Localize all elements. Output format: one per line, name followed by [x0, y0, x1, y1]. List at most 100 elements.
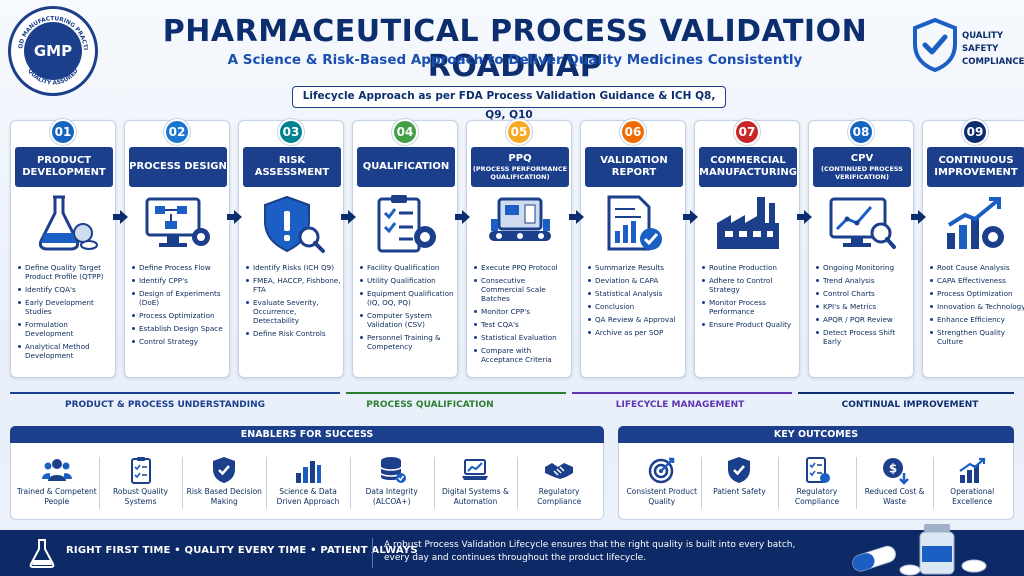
svg-text:$: $ — [888, 462, 896, 476]
arrow-right-icon — [341, 210, 356, 224]
footer-divider — [372, 538, 373, 568]
stage-label-improvement: CONTINUAL IMPROVEMENT — [841, 400, 979, 410]
panel-item: Regulatory Compliance — [777, 455, 857, 506]
phase-header: PROCESS DESIGN — [129, 147, 227, 187]
phase-bullet: Strengthen Quality Culture — [930, 328, 1024, 346]
panel-divider — [433, 457, 435, 509]
growth-bars-icon — [957, 455, 987, 485]
phase-header: PRODUCT DEVELOPMENT — [15, 147, 113, 187]
panel-item-label: Digital Systems & Automation — [442, 487, 509, 506]
phase-bullet: Routine Production — [702, 263, 798, 272]
seal-top-text: GOOD MANUFACTURING PRACTICE — [11, 9, 88, 50]
phase-bullet: QA Review & Approval — [588, 315, 684, 324]
production-line-icon — [485, 193, 555, 255]
panel-item: Digital Systems & Automation — [435, 455, 515, 506]
phase-bullet: Establish Design Space — [132, 324, 228, 333]
panel-divider — [855, 457, 857, 509]
phase-bullet: Conclusion — [588, 302, 684, 311]
stage-label-lifecycle: LIFECYCLE MANAGEMENT — [615, 400, 745, 410]
shield-check-icon — [209, 455, 239, 485]
arrow-right-icon — [113, 210, 128, 224]
panel-divider — [98, 457, 100, 509]
panel-item-label: Science & Data Driven Approach — [276, 487, 340, 506]
enablers-title: ENABLERS FOR SUCCESS — [10, 426, 604, 443]
report-check-icon — [599, 193, 669, 255]
monitor-diagram-icon — [143, 193, 213, 255]
phase-bullet: KPI's & Metrics — [816, 302, 912, 311]
panel-item-label: Robust Quality Systems — [113, 487, 169, 506]
phase-number-badge: 06 — [620, 119, 646, 145]
phase-header: QUALIFICATION — [357, 147, 455, 187]
page-subtitle: A Science & Risk-Based Approach to Deliv… — [227, 52, 803, 68]
stage-line-qualification — [346, 392, 566, 394]
checklist-gear-icon — [371, 193, 441, 255]
panel-item: Science & Data Driven Approach — [268, 455, 348, 506]
phase-bullet: Formulation Development — [18, 320, 114, 338]
phase-bullet: Adhere to Control Strategy — [702, 276, 798, 294]
phase-bullet: Facility Qualification — [360, 263, 456, 272]
handshake-icon — [544, 455, 574, 485]
phase-header: RISK ASSESSMENT — [243, 147, 341, 187]
tag-compliance: COMPLIANCE — [962, 57, 1024, 67]
checklist-icon — [802, 455, 832, 485]
phase-bullet: Innovation & Technology — [930, 302, 1024, 311]
money-down-icon: $ — [880, 455, 910, 485]
phase-bullet: APQR / PQR Review — [816, 315, 912, 324]
phase-bullet: Control Charts — [816, 289, 912, 298]
phase-header: VALIDATION REPORT — [585, 147, 683, 187]
medicine-pills-icon — [852, 524, 987, 576]
page-title: PHARMACEUTICAL PROCESS VALIDATION ROADMA… — [162, 14, 868, 84]
phase-title: PROCESS DESIGN — [129, 161, 227, 172]
phase-bullet: Ongoing Monitoring — [816, 263, 912, 272]
phase-bullet: Personnel Training & Competency — [360, 333, 456, 351]
phase-bullet: Detect Process Shift Early — [816, 328, 912, 346]
panel-item-label: Data Integrity (ALCOA+) — [365, 487, 418, 506]
phase-bullet: Equipment Qualification (IQ, OQ, PQ) — [360, 289, 456, 307]
phase-header: COMMERCIAL MANUFACTURING — [699, 147, 797, 187]
panel-item-label: Regulatory Compliance — [794, 487, 840, 506]
outcomes-title: KEY OUTCOMES — [618, 426, 1014, 443]
phase-bullet: Trend Analysis — [816, 276, 912, 285]
phase-bullet: Execute PPQ Protocol — [474, 263, 570, 272]
target-icon — [647, 455, 677, 485]
phase-title: COMMERCIAL MANUFACTURING — [699, 155, 797, 178]
phase-bullet-list: Define Quality Target Product Profile (Q… — [18, 263, 114, 364]
flask-icon — [29, 193, 99, 255]
phase-bullet: Identify CPP's — [132, 276, 228, 285]
gmp-seal: GOOD MANUFACTURING PRACTICE QUALITY ASSU… — [8, 6, 98, 96]
header: GOOD MANUFACTURING PRACTICE QUALITY ASSU… — [0, 0, 1024, 96]
panel-item-label: Consistent Product Quality — [626, 487, 698, 506]
people-icon — [41, 455, 72, 485]
phase-bullet: Analytical Method Development — [18, 342, 114, 360]
phase-number-badge: 01 — [50, 119, 76, 145]
panel-item: Patient Safety — [699, 455, 779, 497]
panel-item: Risk Based Decision Making — [184, 455, 264, 506]
database-icon — [377, 455, 407, 485]
panel-divider — [778, 457, 780, 509]
phase-bullet: Early Development Studies — [18, 298, 114, 316]
lifecycle-banner: Lifecycle Approach as per FDA Process Va… — [292, 86, 726, 121]
phase-number-badge: 03 — [278, 119, 304, 145]
phase-number-badge: 04 — [392, 119, 418, 145]
panel-item-label: Reduced Cost & Waste — [864, 487, 925, 506]
laptop-chart-icon — [460, 455, 490, 485]
phase-header: CPV(CONTINUED PROCESS VERIFICATION) — [813, 147, 911, 187]
phase-title: RISK ASSESSMENT — [254, 155, 330, 178]
phase-bullet: Monitor CPP's — [474, 307, 570, 316]
seal-bottom-text: QUALITY ASSURED — [26, 68, 80, 87]
stage-line-understanding — [10, 392, 340, 394]
arrow-right-icon — [455, 210, 470, 224]
phase-bullet: Utility Qualification — [360, 276, 456, 285]
phase-bullet: Compare with Acceptance Criteria — [474, 346, 570, 364]
phase-bullet: Design of Experiments (DoE) — [132, 289, 228, 307]
panel-divider — [517, 457, 519, 509]
quality-tags: QUALITY SAFETY COMPLIANCE — [962, 30, 1024, 69]
